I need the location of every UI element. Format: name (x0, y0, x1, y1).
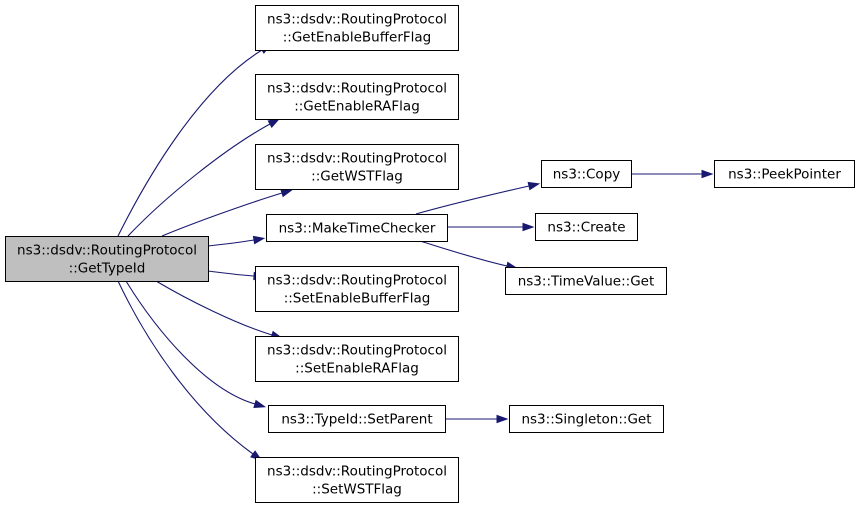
node-singletonGet[interactable]: ns3::Singleton::Get (509, 405, 664, 433)
node-copy[interactable]: ns3::Copy (541, 160, 632, 188)
edge-line (125, 280, 256, 405)
function-nodes: ns3::dsdv::RoutingProtocol::GetTypeIdns3… (5, 5, 855, 503)
node-box (505, 267, 667, 295)
arrowhead-icon (253, 399, 267, 409)
edge-makeTimeChecker-to-create (446, 222, 535, 232)
edge-line (207, 270, 255, 277)
node-label-line: ::SetEnableBufferFlag (284, 291, 431, 307)
node-label-line: ns3::MakeTimeChecker (279, 221, 436, 237)
arrowhead-icon (701, 169, 714, 179)
node-label-line: ::GetTypeId (69, 261, 146, 277)
node-box (5, 236, 209, 282)
edge-line (117, 280, 254, 455)
node-label-line: ns3::dsdv::RoutingProtocol (267, 81, 447, 97)
edge-line (155, 280, 273, 336)
node-label-line: ns3::Singleton::Get (521, 412, 651, 428)
node-box (541, 160, 632, 188)
node-label-line: ns3::Create (547, 220, 625, 236)
edge-root-to-getEnableRAFlag (127, 118, 281, 237)
node-label-line: ns3::dsdv::RoutingProtocol (267, 151, 447, 167)
node-setParent[interactable]: ns3::TypeId::SetParent (268, 405, 446, 433)
node-makeTimeChecker[interactable]: ns3::MakeTimeChecker (266, 214, 448, 242)
arrowhead-icon (280, 189, 293, 198)
node-peekPointer[interactable]: ns3::PeekPointer (714, 160, 855, 188)
edge-root-to-getEnableBufferFlag (117, 44, 272, 237)
arrowhead-icon (496, 414, 509, 424)
node-getEnableRAFlag[interactable]: ns3::dsdv::RoutingProtocol::GetEnableRAF… (255, 74, 459, 120)
node-getEnableBufferFlag[interactable]: ns3::dsdv::RoutingProtocol::GetEnableBuf… (255, 5, 459, 51)
node-label-line: ::GetEnableRAFlag (294, 99, 420, 115)
node-box (255, 266, 459, 312)
node-box (255, 457, 459, 503)
node-label-line: ns3::PeekPointer (728, 167, 841, 183)
arrowhead-icon (267, 118, 281, 129)
node-box (255, 74, 459, 120)
edge-root-to-setParent (125, 280, 267, 409)
node-box (255, 144, 459, 190)
edge-line (419, 240, 508, 267)
node-label-line: ns3::dsdv::RoutingProtocol (267, 343, 447, 359)
node-setEnableRAFlag[interactable]: ns3::dsdv::RoutingProtocol::SetEnableRAF… (255, 336, 459, 382)
node-box (268, 405, 446, 433)
node-root: ns3::dsdv::RoutingProtocol::GetTypeId (5, 236, 209, 282)
arrowhead-icon (522, 222, 535, 232)
edge-setParent-to-singletonGet (445, 414, 509, 424)
node-box (509, 405, 664, 433)
node-label-line: ns3::dsdv::RoutingProtocol (17, 243, 197, 259)
edge-line (117, 49, 263, 237)
edge-line (161, 192, 283, 237)
edge-line (415, 185, 530, 215)
edge-copy-to-peekPointer (631, 169, 714, 179)
node-create[interactable]: ns3::Create (535, 213, 638, 241)
node-label-line: ::GetEnableBufferFlag (283, 30, 431, 46)
node-label-line: ::GetWSTFlag (311, 169, 403, 185)
edge-makeTimeChecker-to-timeValueGet (419, 240, 519, 271)
arrowhead-icon (252, 235, 266, 245)
node-box (266, 214, 448, 242)
node-label-line: ns3::TypeId::SetParent (281, 412, 432, 428)
node-box (255, 5, 459, 51)
edge-root-to-makeTimeChecker (207, 235, 266, 247)
node-label-line: ::SetEnableRAFlag (295, 361, 419, 377)
edge-root-to-setWSTFlag (117, 280, 263, 461)
edge-line (207, 239, 255, 247)
node-box (255, 336, 459, 382)
node-label-line: ns3::dsdv::RoutingProtocol (267, 464, 447, 480)
arrowhead-icon (527, 181, 541, 191)
node-box (535, 213, 638, 241)
node-getWSTFlag[interactable]: ns3::dsdv::RoutingProtocol::GetWSTFlag (255, 144, 459, 190)
node-setEnableBufferFlag[interactable]: ns3::dsdv::RoutingProtocol::SetEnableBuf… (255, 266, 459, 312)
node-label-line: ::SetWSTFlag (312, 482, 402, 498)
node-box (714, 160, 855, 188)
node-label-line: ns3::TimeValue::Get (518, 274, 655, 290)
node-setWSTFlag[interactable]: ns3::dsdv::RoutingProtocol::SetWSTFlag (255, 457, 459, 503)
edge-makeTimeChecker-to-copy (415, 181, 541, 215)
edge-line (127, 123, 271, 237)
node-label-line: ns3::Copy (553, 167, 621, 183)
node-label-line: ns3::dsdv::RoutingProtocol (267, 12, 447, 28)
node-label-line: ns3::dsdv::RoutingProtocol (267, 273, 447, 289)
node-timeValueGet[interactable]: ns3::TimeValue::Get (505, 267, 667, 295)
